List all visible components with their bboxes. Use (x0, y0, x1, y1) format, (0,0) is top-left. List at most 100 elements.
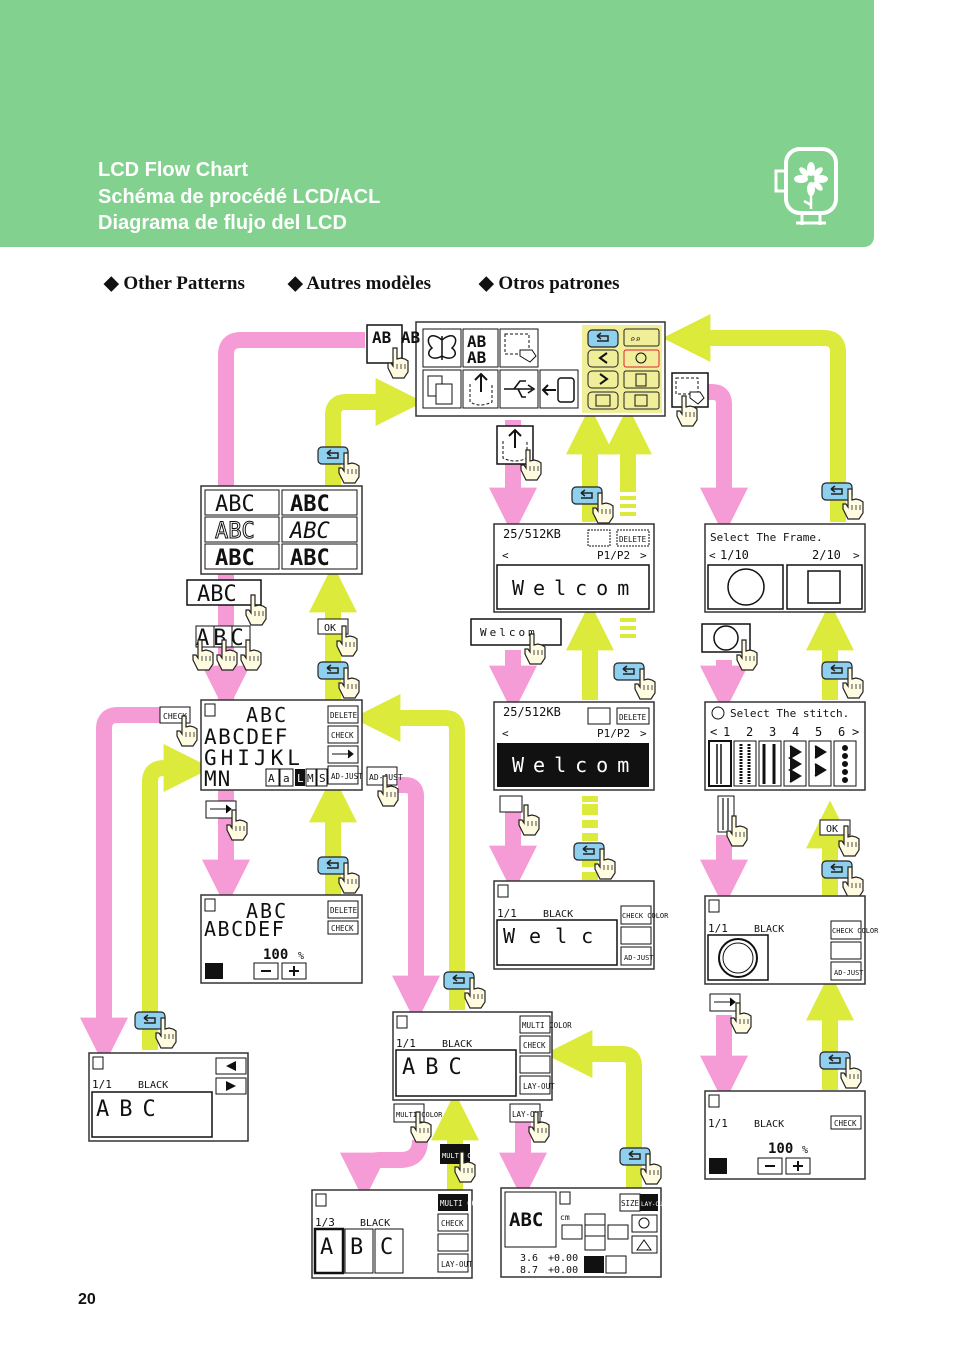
density-button[interactable] (620, 926, 652, 945)
memory-pattern-icon[interactable] (422, 369, 462, 409)
pattern-text: ABC (96, 1097, 166, 1122)
butterfly-pattern-icon[interactable] (422, 328, 462, 368)
font-sample[interactable]: ABC (290, 546, 330, 571)
density-unit: % (802, 1145, 808, 1156)
font-sample[interactable]: ABC (215, 519, 256, 545)
adjust-button[interactable]: AD-JUST (331, 772, 363, 781)
ok-label: OK (324, 623, 336, 634)
char-row-1[interactable]: ABCDEF (204, 725, 289, 749)
check-button-callout[interactable]: CHECK (159, 706, 198, 747)
char-row-2[interactable]: GHIJKL (204, 746, 304, 770)
center-button[interactable] (605, 1255, 627, 1274)
memory-card-button[interactable] (623, 349, 660, 368)
pocket-pattern-button[interactable] (496, 425, 542, 481)
previous-page-button[interactable] (587, 349, 619, 368)
page-indicator: 1/1 (396, 1037, 416, 1050)
density-button-callout[interactable] (709, 993, 752, 1034)
recall-button[interactable] (623, 391, 660, 410)
check-color-button[interactable]: CHECK COLOR (832, 927, 879, 935)
save-button[interactable] (587, 529, 611, 547)
pocket-pattern-icon[interactable] (462, 369, 499, 409)
size-button[interactable]: SIZE (621, 1199, 640, 1208)
circle-frame-callout[interactable] (701, 623, 758, 671)
size-small[interactable]: S (319, 772, 326, 785)
memory-entry-selected[interactable]: Welcom (512, 753, 638, 777)
character-buttons[interactable]: ABC (192, 625, 262, 671)
density-icon[interactable] (332, 749, 354, 759)
check-button[interactable]: CHECK (331, 731, 354, 740)
back-button[interactable] (613, 662, 656, 700)
title-english: LCD Flow Chart (98, 159, 248, 181)
memory-entry[interactable]: Welcom (512, 576, 638, 600)
adjust-button-callout[interactable]: AD-JUST (366, 766, 403, 807)
pattern-text: ABC (402, 1055, 472, 1080)
stitch-options[interactable] (708, 740, 857, 787)
multi-color-callout[interactable]: MULTI COLOR (393, 1103, 443, 1143)
density-button-callout[interactable] (205, 800, 248, 841)
font-pattern-button[interactable]: AB AB (366, 324, 421, 379)
delete-button[interactable]: DELETE (619, 713, 647, 722)
circle-frame-option[interactable] (707, 564, 784, 610)
case-upper[interactable]: A (268, 772, 275, 785)
memory-entry-callout[interactable]: Welcom (470, 618, 562, 665)
card-icon[interactable] (539, 369, 579, 409)
font-sample[interactable]: ABC (215, 492, 255, 517)
page-right: 2/10 (812, 548, 841, 562)
tool-button[interactable]: ⌕⌕ (623, 328, 660, 347)
frame-pattern-icon[interactable] (499, 328, 539, 368)
usb-icon[interactable] (499, 369, 539, 409)
delete-button[interactable]: DELETE (330, 711, 358, 720)
page-indicator: 1/1 (708, 1117, 728, 1130)
back-button[interactable] (587, 329, 619, 348)
frame-pattern-button[interactable] (671, 372, 709, 427)
size-medium[interactable]: M (307, 772, 314, 785)
font-pattern-icon[interactable]: AB AB (462, 328, 499, 368)
frame-move-button[interactable] (584, 1256, 604, 1273)
font-sample[interactable]: ABC (288, 519, 330, 544)
save-button[interactable] (587, 391, 619, 410)
layout-button[interactable]: LAY-OUT (641, 1201, 667, 1208)
offset-x: +0.00 (548, 1265, 578, 1276)
multi-color-on-callout[interactable]: MULTI COLOR (440, 1144, 489, 1183)
stitch-button[interactable] (519, 1055, 551, 1074)
check-color-button[interactable]: CHECK COLOR (622, 912, 669, 920)
next-page-button[interactable] (587, 370, 619, 389)
document-button[interactable] (623, 370, 660, 389)
case-lower[interactable]: a (283, 772, 290, 785)
check-button[interactable]: CHECK (441, 1219, 464, 1228)
check-button[interactable]: CHECK (523, 1041, 546, 1050)
char-row-3[interactable]: MN (204, 767, 231, 791)
font-sample[interactable]: ABC (215, 546, 255, 571)
font-select-screen: ABC ABC ABC ABC ABC ABC (200, 485, 363, 575)
layout-callout[interactable]: LAY-OUT (509, 1103, 550, 1143)
size-large[interactable]: L (297, 772, 304, 785)
density-button[interactable] (830, 941, 862, 960)
delete-button[interactable]: DELETE (330, 906, 358, 915)
ok-button[interactable]: OK (819, 819, 860, 857)
recall-callout[interactable] (499, 795, 540, 836)
adjust-button[interactable]: AD-JUST (834, 969, 864, 977)
save-button[interactable] (587, 707, 611, 725)
layout-button[interactable]: LAY-OUT (523, 1082, 555, 1091)
move-arrows[interactable] (561, 1213, 629, 1251)
ok-button[interactable]: OK (317, 618, 358, 657)
check-button[interactable]: CHECK (331, 924, 354, 933)
scissors-icon[interactable] (709, 1158, 727, 1174)
svg-text:⌕⌕: ⌕⌕ (630, 335, 641, 345)
stitch-button[interactable] (437, 1233, 469, 1252)
font-button[interactable]: ABC (186, 579, 267, 626)
layout-button[interactable]: LAY-OUT (441, 1260, 473, 1269)
square-frame-option[interactable] (786, 564, 863, 610)
stitch-callout[interactable] (717, 795, 748, 847)
arrow-pink (700, 384, 748, 536)
section-heading-spanish: ◆ Otros patrones (479, 273, 620, 294)
delete-button[interactable]: DELETE (619, 535, 647, 544)
rotate-button[interactable] (631, 1214, 658, 1233)
check-button[interactable]: CHECK (834, 1119, 857, 1128)
scissors-icon[interactable] (205, 963, 223, 979)
multi-color-button[interactable]: MULTI COLOR (522, 1021, 572, 1030)
font-sample[interactable]: ABC (290, 492, 330, 517)
multi-color-button[interactable]: MULTI COLOR (440, 1199, 490, 1208)
adjust-button[interactable]: AD-JUST (624, 954, 654, 962)
sew-icon (497, 884, 509, 898)
